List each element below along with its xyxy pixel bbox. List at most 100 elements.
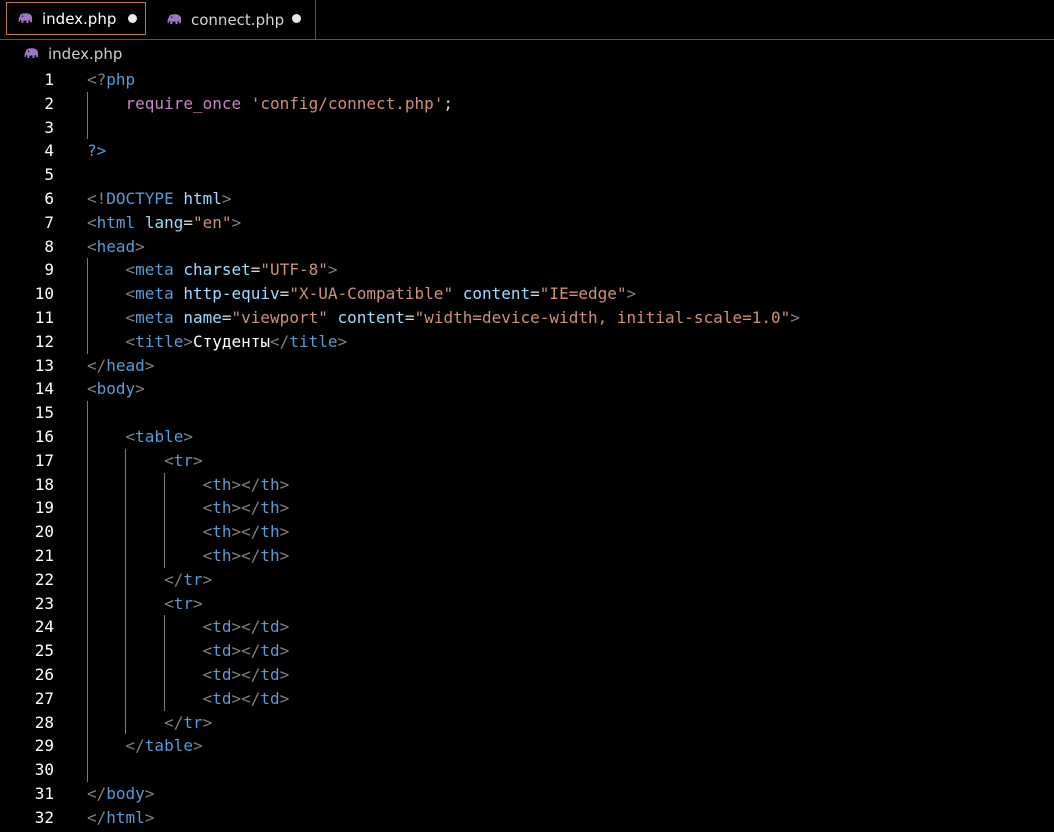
- code-token: [87, 546, 203, 565]
- code-line[interactable]: 13</head>: [0, 354, 1054, 378]
- php-elephant-icon: [24, 48, 39, 59]
- code-token: [87, 308, 126, 327]
- code-token: ?>: [87, 141, 107, 161]
- code-line[interactable]: 32</html>: [0, 806, 1054, 830]
- code-line[interactable]: 18 <th></th>: [0, 473, 1054, 497]
- code-token: </: [125, 736, 145, 756]
- code-token: title: [289, 331, 338, 351]
- tab-connect-php[interactable]: connect.php: [150, 0, 316, 39]
- code-token: meta: [135, 308, 174, 327]
- line-number: 8: [44, 236, 54, 256]
- code-line[interactable]: 11 <meta name="viewport" content="width=…: [0, 306, 1054, 330]
- code-text: <td></td>: [87, 615, 290, 639]
- code-line[interactable]: 25 <td></td>: [0, 639, 1054, 663]
- code-token: [87, 498, 203, 517]
- code-token: >: [279, 665, 290, 684]
- code-token: td: [212, 665, 232, 684]
- code-line[interactable]: 31</body>: [0, 782, 1054, 806]
- code-line[interactable]: 16 <table>: [0, 425, 1054, 449]
- code-token: </: [270, 331, 290, 351]
- code-line[interactable]: 22 </tr>: [0, 568, 1054, 592]
- code-token: <: [202, 546, 213, 565]
- code-token: >: [192, 450, 203, 470]
- code-line[interactable]: 7<html lang="en">: [0, 211, 1054, 235]
- code-token: <: [87, 236, 97, 256]
- code-line[interactable]: 3: [0, 116, 1054, 140]
- code-line[interactable]: 28 </tr>: [0, 711, 1054, 735]
- code-line[interactable]: 20 <th></th>: [0, 520, 1054, 544]
- code-text: <table>: [87, 425, 193, 449]
- indent-guide: [87, 401, 88, 782]
- line-number: 9: [44, 260, 54, 280]
- code-line[interactable]: 30: [0, 758, 1054, 782]
- line-number: 6: [44, 189, 54, 208]
- tab-bar: index.php connect.php: [0, 0, 1054, 40]
- line-number: 12: [34, 331, 54, 351]
- code-line[interactable]: 5: [0, 163, 1054, 187]
- code-line[interactable]: 15: [0, 401, 1054, 425]
- line-number: 3: [44, 117, 54, 137]
- code-token: >: [192, 593, 203, 613]
- code-token: tr: [183, 712, 203, 732]
- code-token: >: [279, 688, 290, 708]
- line-number: 2: [44, 93, 54, 113]
- line-number: 24: [34, 617, 54, 637]
- code-token: >: [221, 189, 232, 208]
- code-token: >: [279, 498, 290, 518]
- code-token: ></: [231, 546, 261, 565]
- code-line[interactable]: 2 require_once 'config/connect.php';: [0, 92, 1054, 116]
- code-line[interactable]: 24 <td></td>: [0, 615, 1054, 639]
- code-token: >: [202, 712, 213, 732]
- line-number: 21: [34, 546, 54, 565]
- code-line[interactable]: 17 <tr>: [0, 449, 1054, 473]
- code-token: [87, 617, 203, 636]
- code-token: [87, 427, 126, 446]
- code-text: <title>Студенты</title>: [87, 330, 348, 354]
- code-text: <!DOCTYPE html>: [87, 187, 232, 211]
- code-token: [87, 284, 126, 303]
- code-token: >: [337, 331, 348, 351]
- code-line[interactable]: 26 <td></td>: [0, 663, 1054, 687]
- tab-index-php[interactable]: index.php: [6, 2, 146, 35]
- code-line[interactable]: 14<body>: [0, 377, 1054, 401]
- code-token: td: [260, 617, 280, 637]
- code-token: ></: [231, 474, 261, 494]
- code-text: <meta charset="UTF-8">: [87, 258, 338, 282]
- code-line[interactable]: 12 <title>Студенты</title>: [0, 330, 1054, 354]
- code-line[interactable]: 19 <th></th>: [0, 496, 1054, 520]
- code-line[interactable]: 1<?php: [0, 68, 1054, 92]
- code-token: [87, 641, 203, 660]
- code-token: >: [279, 546, 290, 565]
- code-token: [87, 689, 203, 708]
- code-token: >: [183, 427, 193, 446]
- code-token: [174, 260, 184, 279]
- code-line[interactable]: 6 <!DOCTYPE html>: [0, 187, 1054, 211]
- code-line[interactable]: 21 <th></th>: [0, 544, 1054, 568]
- code-line[interactable]: 8<head>: [0, 235, 1054, 259]
- unsaved-dot-icon[interactable]: [292, 14, 301, 23]
- code-line[interactable]: 9 <meta charset="UTF-8">: [0, 258, 1054, 282]
- code-token: content: [337, 308, 405, 327]
- breadcrumb-file[interactable]: index.php: [48, 44, 123, 63]
- code-text: <tr>: [87, 449, 203, 473]
- code-line[interactable]: 27 <td></td>: [0, 687, 1054, 711]
- line-number: 25: [34, 641, 54, 661]
- code-line[interactable]: 23 <tr>: [0, 592, 1054, 616]
- code-token: name: [183, 308, 222, 327]
- code-token: >: [626, 284, 637, 304]
- code-line[interactable]: 10 <meta http-equiv="X-UA-Compatible" co…: [0, 282, 1054, 306]
- line-number: 19: [34, 498, 54, 518]
- code-token: th: [212, 498, 232, 518]
- code-token: content: [462, 284, 531, 304]
- code-line[interactable]: 4?>: [0, 139, 1054, 163]
- code-line[interactable]: 29 </table>: [0, 734, 1054, 758]
- code-token: th: [212, 522, 232, 542]
- code-text: <td></td>: [87, 639, 290, 663]
- code-token: =: [530, 284, 540, 304]
- unsaved-dot-icon[interactable]: [128, 14, 137, 23]
- indent-guide: [125, 448, 126, 735]
- code-token: body: [106, 784, 145, 803]
- code-token: </: [87, 355, 107, 375]
- code-token: >: [144, 807, 155, 827]
